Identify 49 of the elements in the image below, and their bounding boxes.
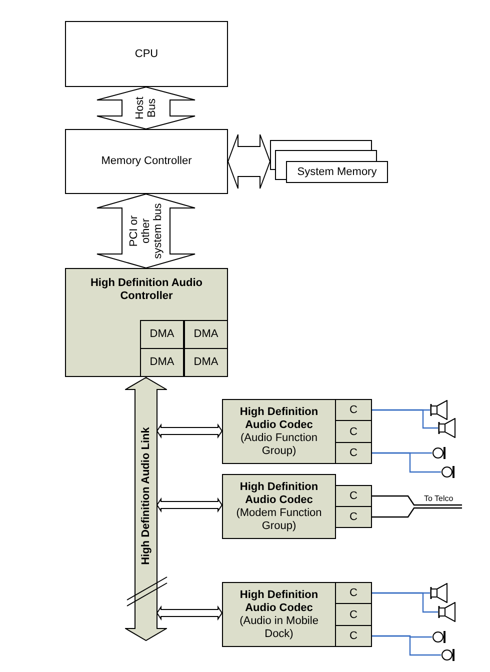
node-label: (Audio in Mobile Dock) xyxy=(238,614,320,640)
microphone-icon xyxy=(441,465,455,479)
node-label: (Modem Function Group) xyxy=(235,506,323,532)
node-label: Memory Controller xyxy=(101,155,192,168)
connector-line xyxy=(372,635,441,656)
block-arrow xyxy=(227,134,271,189)
microphone-icon xyxy=(441,648,455,662)
audio-link-bus xyxy=(125,377,167,641)
codec-box xyxy=(222,474,336,539)
channel-cell: C xyxy=(335,625,372,647)
channel-cell: DMA xyxy=(140,348,184,377)
connector-line xyxy=(372,452,441,473)
channel-cell: C xyxy=(335,442,372,464)
node-label: High Definition Audio Codec xyxy=(238,406,320,432)
connector-line xyxy=(372,409,438,429)
connector-line xyxy=(372,592,438,613)
channel-cell: C xyxy=(335,506,372,528)
bus-label: High Definition Audio Link xyxy=(140,426,152,565)
block-arrow xyxy=(96,86,196,130)
channel-cell: C xyxy=(335,420,372,443)
channel-cell: DMA xyxy=(140,320,184,349)
block-arrow xyxy=(96,193,196,269)
block-arrow xyxy=(156,423,223,439)
line-label: To Telco xyxy=(424,494,454,503)
edge-label: Host Bus xyxy=(134,96,158,122)
node-label: (Audio Function Group) xyxy=(239,432,319,458)
edge-label: PCI or other system bus xyxy=(128,202,164,260)
channel-cell: C xyxy=(335,485,372,507)
channel-cell: C xyxy=(335,399,372,421)
memory-module-stack xyxy=(270,140,388,183)
channel-cell: C xyxy=(335,603,372,626)
connector-line xyxy=(372,507,462,518)
channel-cell: C xyxy=(335,582,372,604)
codec-box xyxy=(222,399,336,464)
controller-box xyxy=(65,268,228,377)
node-label: High Definition Audio Codec xyxy=(238,480,320,506)
node-label: High Definition Audio Controller xyxy=(89,277,204,303)
node-label: System Memory xyxy=(286,161,388,183)
process-box xyxy=(65,129,228,194)
block-arrow xyxy=(156,497,223,513)
node-label: High Definition Audio Codec xyxy=(238,588,320,614)
microphone-icon xyxy=(432,446,446,460)
microphone-icon xyxy=(432,630,446,644)
node-label: CPU xyxy=(134,48,158,60)
block-arrow xyxy=(156,605,223,621)
connector-line xyxy=(372,495,462,506)
channel-cell: DMA xyxy=(184,320,228,349)
process-box xyxy=(65,21,228,87)
codec-box xyxy=(222,582,336,647)
